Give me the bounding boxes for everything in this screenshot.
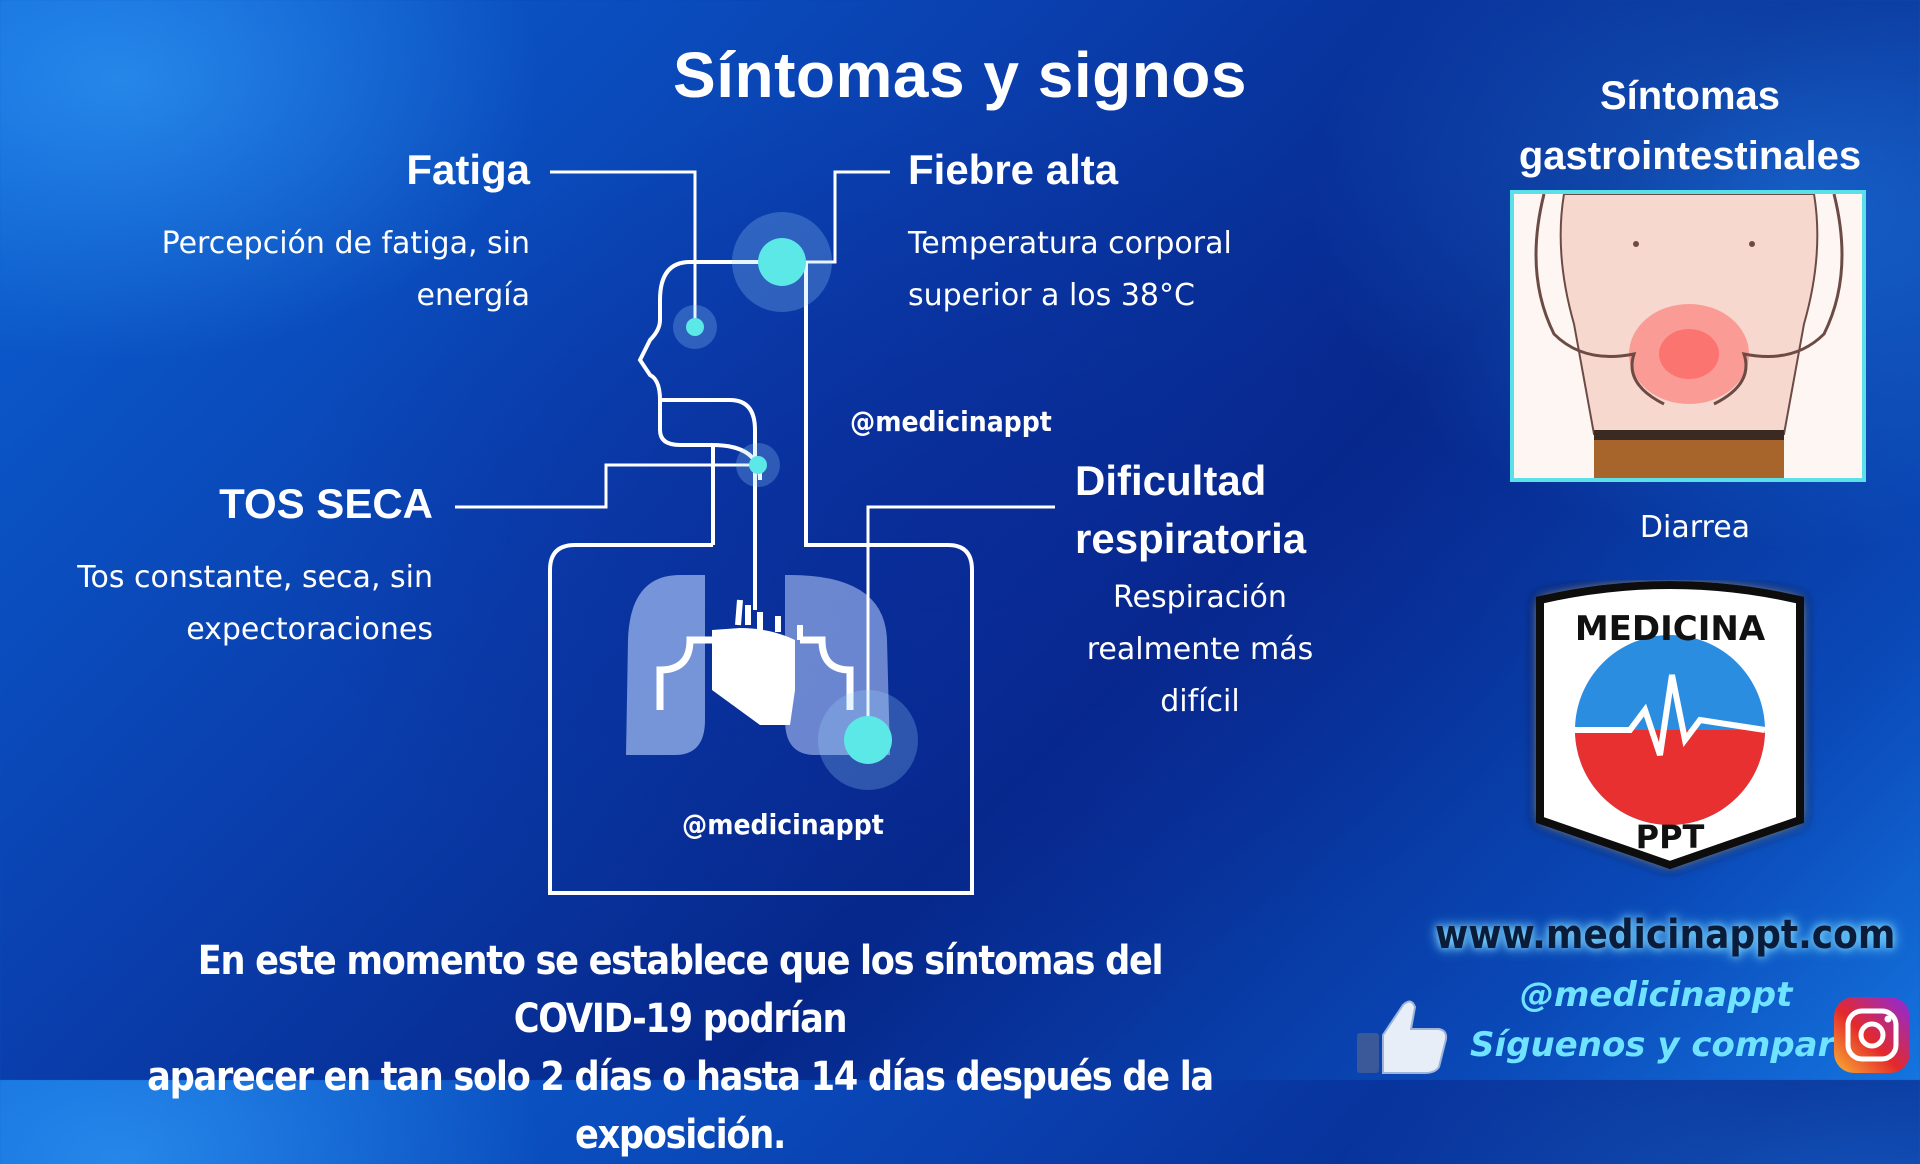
website-link[interactable]: www.medicinappt.com (1435, 912, 1896, 958)
fever-connector (782, 170, 890, 264)
page-title: Síntomas y signos (673, 39, 1247, 111)
breathing-marker (844, 716, 892, 764)
fatigue-heading: Fatiga (406, 146, 530, 193)
breathing-description: Respiración realmente más difícil (1086, 580, 1314, 719)
fever-description: Temperatura corporal superior a los 38°C (908, 226, 1232, 313)
svg-text:PPT: PPT (1636, 818, 1705, 856)
instagram-icon[interactable] (1832, 995, 1912, 1075)
thumbs-up-icon[interactable] (1355, 995, 1450, 1075)
fatigue-connector (550, 170, 697, 327)
social-handle[interactable]: @medicinappt (1520, 975, 1793, 1015)
cough-description: Tos constante, seca, sin expectoraciones (77, 560, 433, 647)
heart-shape (712, 628, 795, 725)
covid-footnote: En este momento se establece que los sín… (147, 938, 1214, 1158)
gastro-heading: Síntomas gastrointestinales (1518, 74, 1862, 178)
breathing-heading: Dificultad respiratoria (1075, 457, 1307, 562)
medicina-ppt-logo: MEDICINA PPT (1536, 581, 1804, 870)
fever-marker (758, 238, 806, 286)
watermark-text: @medicinappt (682, 808, 884, 841)
cough-marker (749, 456, 767, 474)
cough-heading: TOS SECA (219, 480, 433, 527)
watermark-text: @medicinappt (850, 405, 1052, 438)
breathing-connector (866, 505, 1055, 740)
abdomen-illustration (1510, 190, 1866, 482)
follow-share-text: Síguenos y comparte (1470, 1025, 1874, 1065)
svg-text:MEDICINA: MEDICINA (1575, 609, 1766, 649)
body-diagram (455, 170, 1055, 895)
torso-outline (548, 262, 974, 895)
fever-heading: Fiebre alta (908, 146, 1119, 193)
head-outline (637, 260, 790, 481)
fatigue-marker (686, 318, 704, 336)
gastro-caption: Diarrea (1639, 510, 1751, 545)
fatigue-description: Percepción de fatiga, sin energía (161, 226, 530, 313)
cough-connector (455, 463, 758, 509)
left-lung (626, 575, 705, 755)
